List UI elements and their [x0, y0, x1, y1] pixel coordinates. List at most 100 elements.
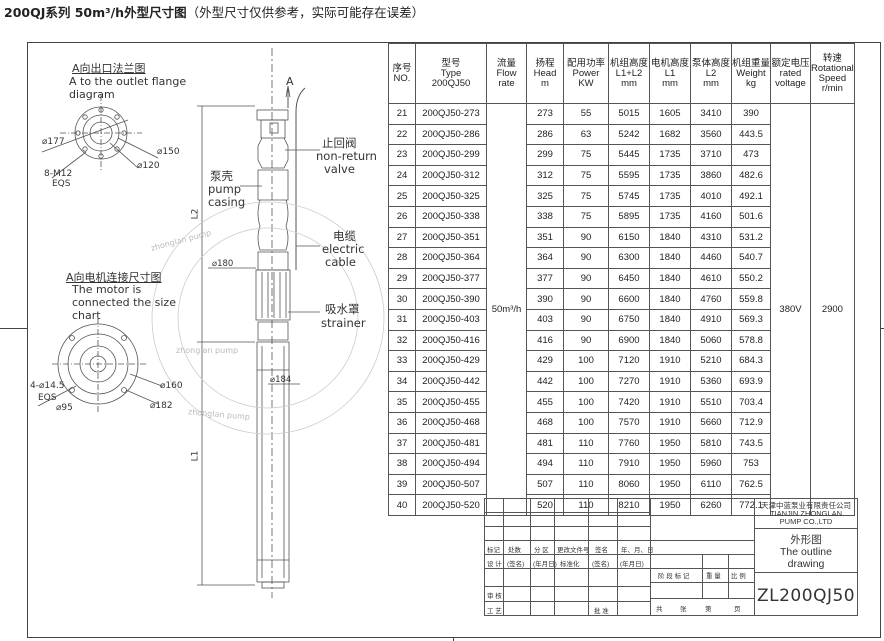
- page-title-note: （外型尺寸仅供参考，实际可能存在误差）: [186, 5, 425, 20]
- cell-weight: 390: [731, 103, 771, 125]
- cell-head: 507: [526, 473, 564, 496]
- cell-type: 200QJ50-338: [415, 205, 487, 228]
- cell-power: 110: [563, 432, 609, 455]
- flange-dim-120: ⌀120: [137, 161, 160, 171]
- cell-no: 29: [388, 267, 416, 290]
- cell-total-height: 5745: [608, 185, 650, 207]
- motor-dim-160: ⌀160: [160, 381, 183, 391]
- cell-no: 25: [388, 185, 416, 207]
- tb-change-doc: 更改文件号: [557, 547, 590, 554]
- motor-dim-182: ⌀182: [150, 401, 173, 411]
- cell-power: 90: [563, 308, 609, 331]
- cell-head: 325: [526, 185, 564, 207]
- cell-type: 200QJ50-325: [415, 185, 487, 207]
- cell-pump-height: 4460: [690, 247, 732, 269]
- cell-power: 75: [563, 205, 609, 228]
- cell-pump-height: 6110: [690, 473, 732, 496]
- tb-page: 页: [734, 606, 741, 613]
- cell-weight: 684.3: [731, 350, 771, 372]
- cell-motor-height: 1840: [649, 308, 691, 331]
- tb-standard-sign: (签名): [592, 561, 610, 568]
- cell-total-height: 8060: [608, 473, 650, 496]
- motor-title-en1: The motor is: [72, 283, 142, 296]
- flange-diagram: [41, 95, 159, 179]
- cell-motor-height: 1840: [649, 226, 691, 249]
- tb-sheet-no: 第: [705, 606, 712, 613]
- cell-head: 338: [526, 205, 564, 228]
- cell-total-height: 6300: [608, 247, 650, 269]
- flange-dim-177: ⌀177: [42, 137, 65, 147]
- check-valve-cn: 止回阀: [322, 136, 357, 150]
- tb-drawing-en1: The outline: [780, 546, 832, 558]
- cell-head: 429: [526, 350, 564, 372]
- flange-dim-150: ⌀150: [157, 147, 180, 157]
- page-title-main: 200QJ系列 50m³/h外型尺寸图: [4, 5, 187, 20]
- watermark-ring: [151, 201, 385, 435]
- cell-power: 55: [563, 103, 609, 125]
- flange-title-cn: A向出口法兰图: [72, 62, 146, 75]
- cell-no: 28: [388, 247, 416, 269]
- cell-pump-height: 5360: [690, 370, 732, 393]
- cell-motor-height: 1840: [649, 267, 691, 290]
- cell-head: 299: [526, 144, 564, 166]
- cell-no: 30: [388, 288, 416, 310]
- cell-head: 273: [526, 103, 564, 125]
- cell-pump-height: 4760: [690, 288, 732, 310]
- cell-no: 37: [388, 432, 416, 455]
- cell-head: 377: [526, 267, 564, 290]
- cell-power: 100: [563, 411, 609, 434]
- motor-title-en2: connected the size: [72, 296, 176, 309]
- tb-company-cn: 天津中蓝泵业有限责任公司: [761, 501, 851, 510]
- tb-sheets-unit: 张: [680, 606, 687, 613]
- frame-tick-left: [0, 328, 27, 329]
- cell-type: 200QJ50-520: [415, 494, 487, 516]
- cell-type: 200QJ50-312: [415, 164, 487, 187]
- cell-power: 75: [563, 144, 609, 166]
- cell-head: 286: [526, 123, 564, 146]
- cell-motor-height: 1735: [649, 205, 691, 228]
- cell-pump-height: 5660: [690, 411, 732, 434]
- cell-power: 90: [563, 247, 609, 269]
- frame-tick-right: [880, 328, 884, 329]
- cell-total-height: 7270: [608, 370, 650, 393]
- tb-count: 处数: [508, 547, 521, 554]
- tb-design-sign: (签名): [507, 561, 525, 568]
- cell-weight: 693.9: [731, 370, 771, 393]
- motor-title-en3: chart: [72, 309, 101, 322]
- strainer-en: strainer: [321, 316, 366, 330]
- frame-tick-bottom: [453, 638, 454, 641]
- cell-no: 36: [388, 411, 416, 434]
- flange-dim-eqs: EQS: [52, 179, 71, 189]
- motor-diagram: [37, 318, 163, 412]
- cell-weight: 578.8: [731, 329, 771, 352]
- cell-power: 90: [563, 267, 609, 290]
- tb-sheets-total: 共: [656, 606, 663, 613]
- cell-power: 100: [563, 370, 609, 393]
- cell-weight: 550.2: [731, 267, 771, 290]
- motor-dim-95: ⌀95: [56, 403, 73, 413]
- cell-motor-height: 1605: [649, 103, 691, 125]
- cell-no: 23: [388, 144, 416, 166]
- cable-cn: 电缆: [333, 229, 356, 243]
- cell-type: 200QJ50-468: [415, 411, 487, 434]
- cell-head: 364: [526, 247, 564, 269]
- cell-type: 200QJ50-416: [415, 329, 487, 352]
- cell-total-height: 7570: [608, 411, 650, 434]
- tb-company-en1: TIANJIN ZHONGLAN: [769, 509, 843, 518]
- check-valve-en2: valve: [324, 162, 355, 176]
- cell-no: 31: [388, 308, 416, 331]
- cell-type: 200QJ50-299: [415, 144, 487, 166]
- cell-speed: 2900: [810, 103, 855, 516]
- tb-approve: 批 准: [594, 608, 609, 615]
